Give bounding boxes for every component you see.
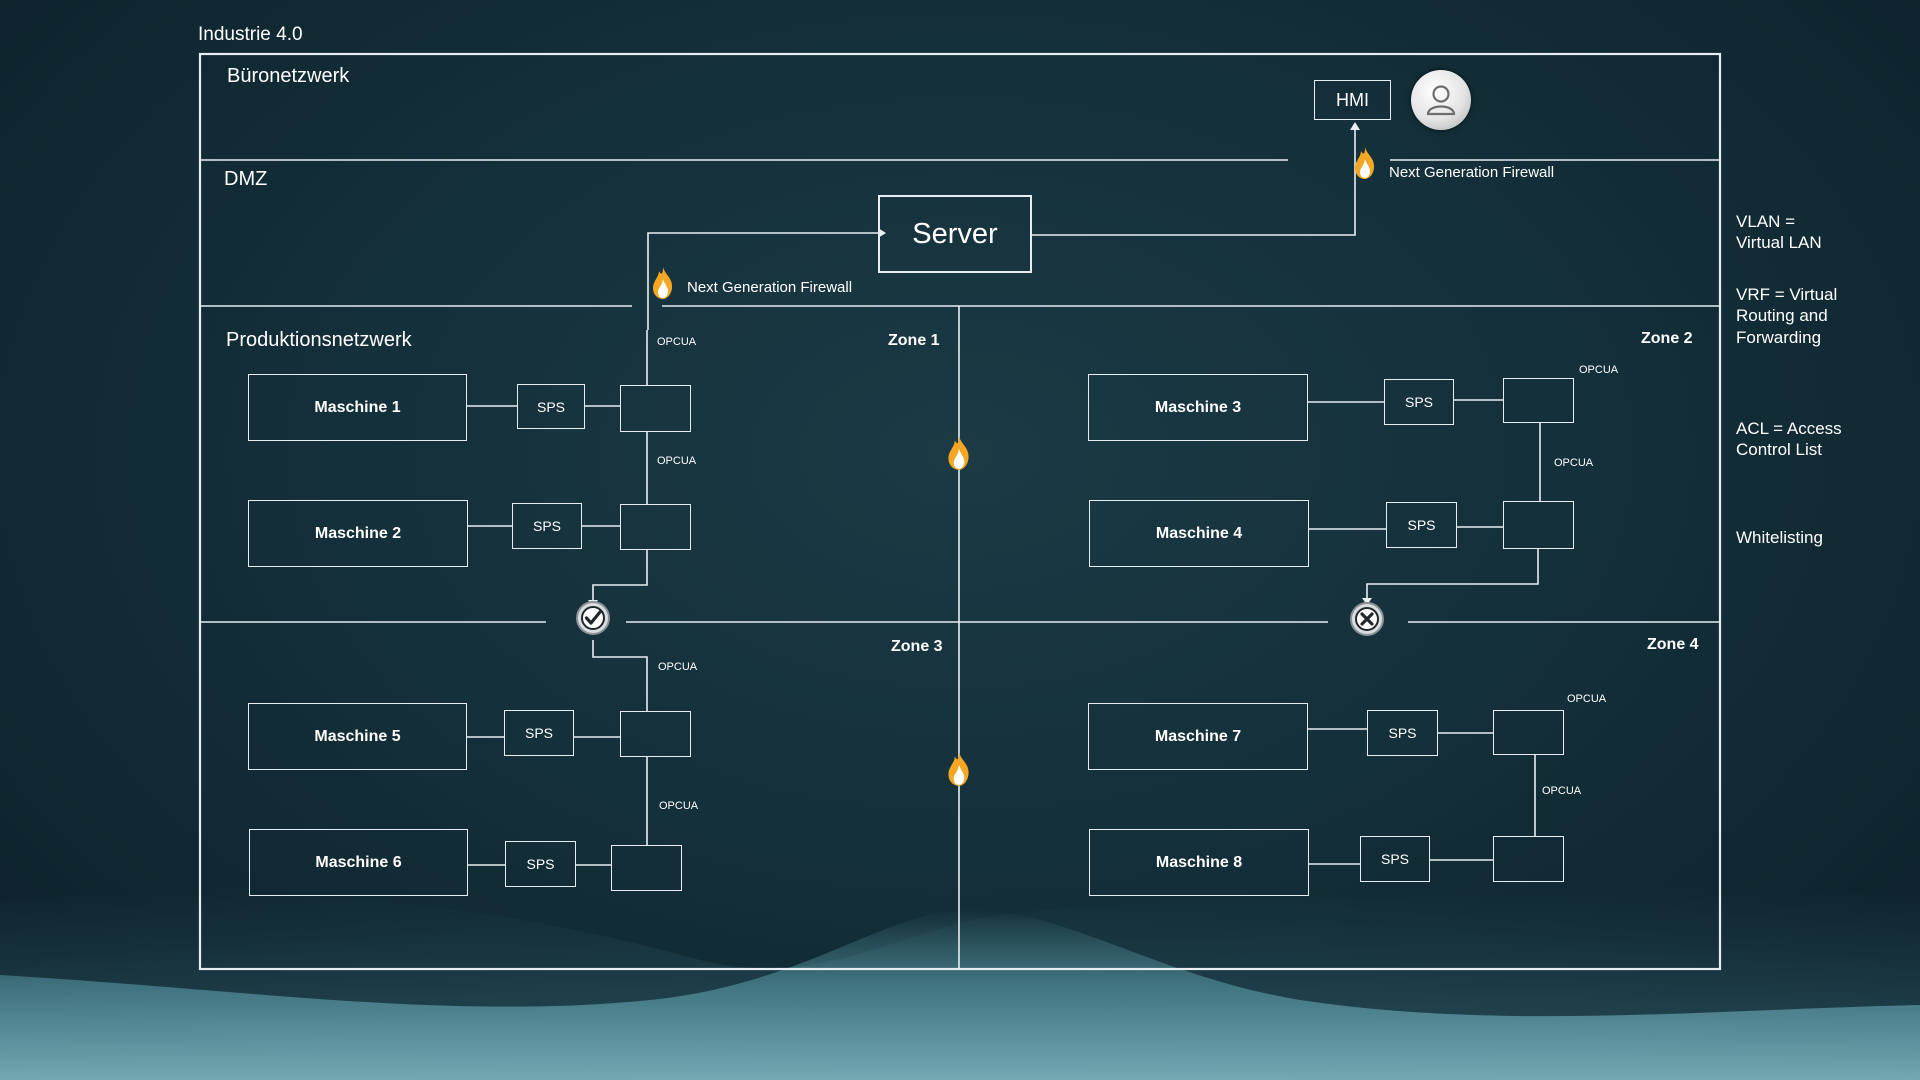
sps-box[interactable]: SPS — [512, 503, 582, 549]
machine-4[interactable]: Maschine 4 — [1089, 500, 1309, 567]
opcua-label: OPCUA — [657, 336, 697, 348]
user-avatar-icon — [1411, 70, 1471, 130]
switch-box[interactable] — [1493, 710, 1564, 755]
label-zone-4: Zone 4 — [1647, 636, 1699, 653]
machine-2[interactable]: Maschine 2 — [248, 500, 468, 567]
opcua-label: OPCUA — [1554, 457, 1594, 469]
switch-box[interactable] — [611, 845, 682, 891]
machine-6[interactable]: Maschine 6 — [249, 829, 468, 896]
legend-acl: ACL = Access Control List — [1736, 419, 1842, 460]
sps-box[interactable]: SPS — [517, 384, 585, 429]
hmi-box[interactable]: HMI — [1314, 80, 1391, 120]
opcua-label: OPCUA — [658, 661, 698, 673]
fire-icon — [948, 752, 969, 786]
x-circle-icon — [1350, 602, 1384, 636]
sps-box[interactable]: SPS — [504, 710, 574, 756]
opcua-label: OPCUA — [659, 800, 699, 812]
machine-1[interactable]: Maschine 1 — [248, 374, 467, 441]
sps-box[interactable]: SPS — [1367, 710, 1438, 756]
sps-box[interactable]: SPS — [505, 841, 576, 887]
label-dmz: DMZ — [224, 168, 268, 190]
switch-box[interactable] — [620, 504, 691, 550]
sps-box[interactable]: SPS — [1386, 502, 1457, 548]
sps-box[interactable]: SPS — [1384, 379, 1454, 425]
label-zone-3: Zone 3 — [891, 638, 943, 655]
switch-box[interactable] — [1493, 836, 1564, 882]
firewall-label-office: Next Generation Firewall — [1389, 164, 1555, 181]
opcua-label: OPCUA — [1542, 785, 1582, 797]
fire-icon — [1355, 147, 1375, 179]
opcua-label: OPCUA — [657, 455, 697, 467]
switch-box[interactable] — [620, 385, 691, 432]
diagram-title: Industrie 4.0 — [198, 24, 303, 45]
check-circle-icon — [576, 601, 610, 635]
machine-7[interactable]: Maschine 7 — [1088, 703, 1308, 770]
machine-3[interactable]: Maschine 3 — [1088, 374, 1308, 441]
machine-5[interactable]: Maschine 5 — [248, 703, 467, 770]
server-box[interactable]: Server — [878, 195, 1032, 273]
legend-whitelisting: Whitelisting — [1736, 528, 1823, 547]
opcua-label: OPCUA — [1579, 364, 1619, 376]
opcua-label: OPCUA — [1567, 693, 1607, 705]
sps-box[interactable]: SPS — [1360, 836, 1430, 882]
label-zone-2: Zone 2 — [1641, 330, 1693, 347]
label-office-network: Büronetzwerk — [227, 65, 350, 87]
legend-vlan: VLAN = Virtual LAN — [1736, 212, 1822, 253]
switch-box[interactable] — [1503, 501, 1574, 549]
switch-box[interactable] — [620, 711, 691, 757]
switch-box[interactable] — [1503, 378, 1574, 423]
fire-icon — [948, 436, 969, 470]
fire-icon — [653, 267, 673, 299]
label-zone-1: Zone 1 — [888, 332, 940, 349]
machine-8[interactable]: Maschine 8 — [1089, 829, 1309, 896]
firewall-label-dmz: Next Generation Firewall — [687, 279, 853, 296]
legend-vrf: VRF = Virtual Routing and Forwarding — [1736, 285, 1838, 347]
label-production-network: Produktionsnetzwerk — [226, 329, 412, 351]
